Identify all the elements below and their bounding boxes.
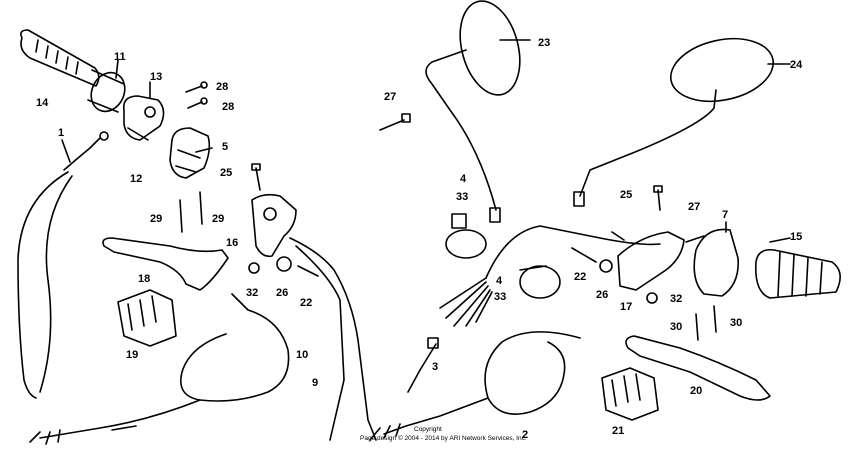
right-switch-icon bbox=[693, 228, 739, 297]
callout-25a: 25 bbox=[220, 167, 232, 179]
callout-32a: 32 bbox=[246, 287, 258, 299]
callout-29b: 29 bbox=[212, 213, 224, 225]
right-mount-icon bbox=[617, 231, 685, 291]
brake-lever-icon bbox=[625, 335, 771, 401]
left-grip-icon bbox=[20, 29, 100, 87]
callout-21: 21 bbox=[612, 425, 624, 437]
bolt-29a-icon bbox=[179, 199, 183, 233]
callout-4b: 4 bbox=[496, 275, 503, 287]
screw-28a-icon bbox=[185, 81, 208, 93]
right-harness-icon bbox=[439, 225, 661, 327]
callout-13: 13 bbox=[150, 71, 162, 83]
callout-1: 1 bbox=[58, 127, 64, 139]
callout-33b: 33 bbox=[494, 291, 506, 303]
clamp-33a-icon bbox=[445, 213, 487, 259]
washer-26a-icon bbox=[276, 256, 292, 272]
right-grip-icon bbox=[754, 248, 841, 299]
screw-22b-icon bbox=[571, 247, 597, 263]
callout-19: 19 bbox=[126, 349, 138, 361]
left-mount-icon bbox=[251, 193, 297, 258]
stop-switch-icon bbox=[601, 367, 659, 421]
callout-30a: 30 bbox=[670, 321, 682, 333]
screw-28b-icon bbox=[187, 97, 208, 109]
callout-7: 7 bbox=[722, 209, 728, 221]
callout-28b: 28 bbox=[222, 101, 234, 113]
bolt-25a-icon bbox=[251, 163, 261, 191]
bolt-27b-icon bbox=[685, 235, 705, 243]
callout-4a: 4 bbox=[460, 173, 467, 185]
callout-20: 20 bbox=[690, 385, 702, 397]
nut-32b-icon bbox=[646, 292, 658, 304]
mirror-23-icon bbox=[425, 0, 521, 223]
nut-32a-icon bbox=[248, 262, 260, 274]
bolt-30a-icon bbox=[695, 313, 699, 341]
callout-27b: 27 bbox=[688, 201, 700, 213]
callout-30b: 30 bbox=[730, 317, 742, 329]
copyright-line2: Page design © 2004 - 2014 by ARI Network… bbox=[360, 434, 527, 442]
callout-25b: 25 bbox=[620, 189, 632, 201]
callout-14: 14 bbox=[36, 97, 49, 109]
mirror-24-icon bbox=[573, 37, 775, 207]
callout-28a: 28 bbox=[216, 81, 228, 93]
callout-10: 10 bbox=[296, 349, 308, 361]
brake-cable-icon bbox=[369, 331, 581, 441]
bolt-29b-icon bbox=[199, 191, 203, 225]
callout-5: 5 bbox=[222, 141, 228, 153]
callout-16: 16 bbox=[226, 237, 238, 249]
callout-26a: 26 bbox=[276, 287, 288, 299]
callout-18: 18 bbox=[138, 273, 150, 285]
copyright-line1: Copyright bbox=[414, 426, 442, 433]
washer-26b-icon bbox=[599, 259, 613, 273]
cable-3-icon bbox=[407, 337, 439, 393]
wire-harness-9-icon bbox=[289, 237, 377, 441]
callout-33a: 33 bbox=[456, 191, 468, 203]
callout-32b: 32 bbox=[670, 293, 682, 305]
callout-27a: 27 bbox=[384, 91, 396, 103]
throttle-cable-icon bbox=[17, 131, 109, 399]
callout-29a: 29 bbox=[150, 213, 162, 225]
callout-3: 3 bbox=[432, 361, 438, 373]
callout-2: 2 bbox=[522, 429, 528, 441]
callout-24: 24 bbox=[790, 59, 803, 71]
bolt-30b-icon bbox=[713, 305, 717, 333]
callout-23: 23 bbox=[538, 37, 550, 49]
callout-9: 9 bbox=[312, 377, 318, 389]
callout-15: 15 bbox=[790, 231, 802, 243]
clamp-33b-icon bbox=[519, 265, 561, 299]
throttle-housing-icon bbox=[122, 95, 165, 141]
callout-22a: 22 bbox=[300, 297, 312, 309]
screw-22a-icon bbox=[297, 265, 319, 277]
callout-12: 12 bbox=[130, 173, 142, 185]
left-switch-icon bbox=[117, 289, 177, 347]
callout-11: 11 bbox=[114, 51, 126, 63]
callout-26b: 26 bbox=[596, 289, 608, 301]
bolt-27a-icon bbox=[379, 113, 411, 131]
clutch-cable-icon bbox=[29, 293, 290, 445]
clutch-lever-icon bbox=[102, 237, 229, 291]
callout-22b: 22 bbox=[574, 271, 586, 283]
callout-17: 17 bbox=[620, 301, 632, 313]
bolt-25b-icon bbox=[653, 185, 663, 211]
switch-body-icon bbox=[169, 127, 211, 179]
